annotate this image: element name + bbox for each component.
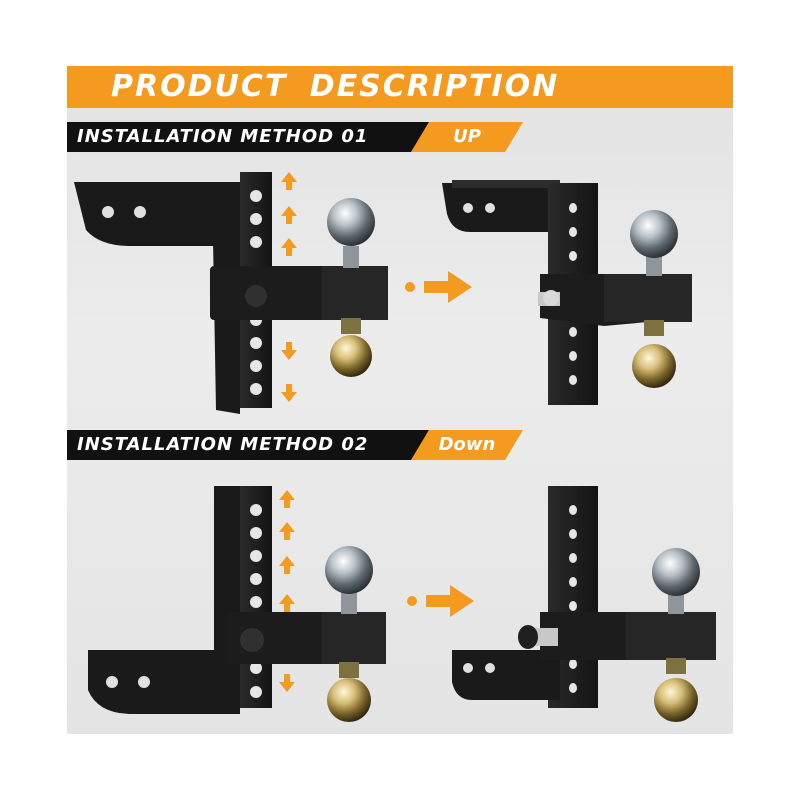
arrow-down-icon xyxy=(281,384,297,402)
page-title: PRODUCT DESCRIPTION xyxy=(111,69,560,104)
method-01-banner: INSTALLATION METHOD 01 UP xyxy=(67,122,527,152)
arrow-right-icon xyxy=(407,585,474,617)
pin-hole xyxy=(134,206,146,218)
method-01-label: INSTALLATION METHOD 01 xyxy=(77,126,369,147)
method-02-direction: Down xyxy=(438,434,496,455)
arrow-up-icon xyxy=(279,490,295,508)
method-01-after xyxy=(442,180,692,405)
method-02-after xyxy=(452,486,716,722)
title-bar: PRODUCT DESCRIPTION xyxy=(67,66,733,108)
method-02-label: INSTALLATION METHOD 02 xyxy=(77,434,369,455)
method-02-banner: INSTALLATION METHOD 02 Down xyxy=(67,430,527,460)
arrow-up-icon xyxy=(281,206,297,224)
chrome-ball xyxy=(327,198,375,246)
pin-hole xyxy=(102,206,114,218)
arrow-up-icon xyxy=(279,522,295,540)
arrow-up-icon xyxy=(279,556,295,574)
method-02-before xyxy=(88,486,386,722)
arrow-up-icon xyxy=(279,594,295,612)
arrow-down-icon xyxy=(279,674,295,692)
product-description-panel: PRODUCT DESCRIPTION INSTALLATION METHOD … xyxy=(67,66,733,734)
method-01-direction: UP xyxy=(453,126,481,147)
arrow-up-icon xyxy=(281,238,297,256)
gold-ball xyxy=(330,335,372,377)
arrow-up-icon xyxy=(281,172,297,190)
method-01-before xyxy=(74,172,388,414)
arrow-down-icon xyxy=(281,342,297,360)
arrow-right-icon xyxy=(405,271,472,303)
